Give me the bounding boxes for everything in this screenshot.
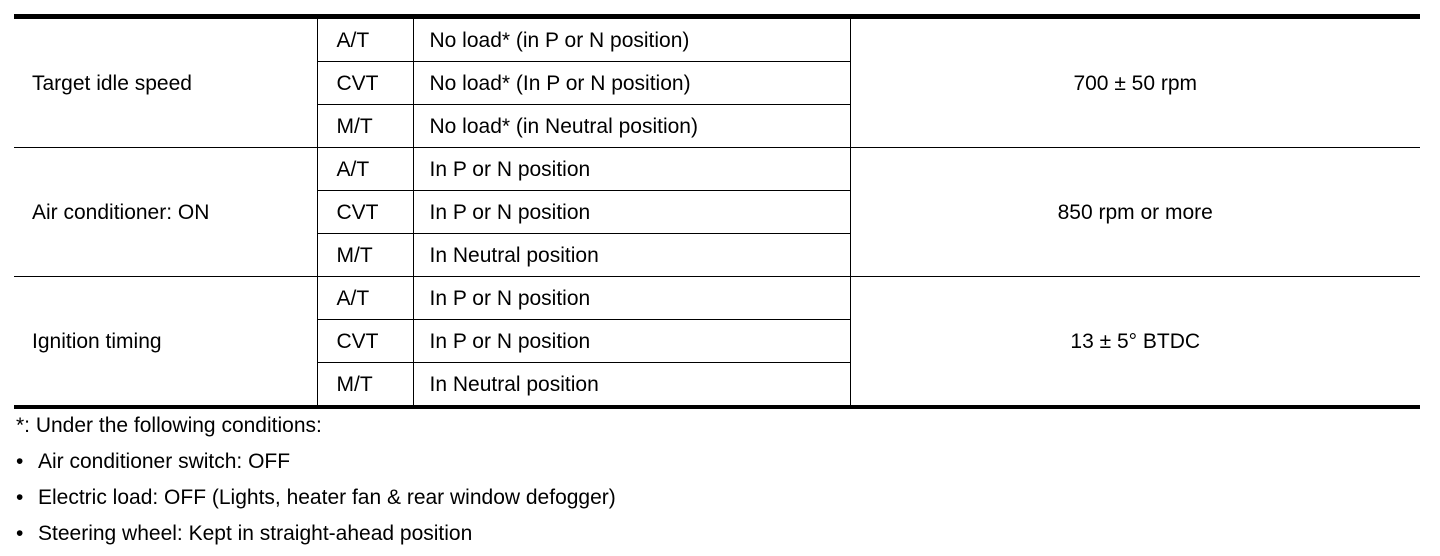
item-air-conditioner-on: Air conditioner: ON bbox=[14, 147, 318, 277]
condition-cell: In P or N position bbox=[413, 276, 851, 320]
footnote-item-text: Air conditioner switch: OFF bbox=[38, 450, 291, 473]
transmission-cell: M/T bbox=[317, 362, 414, 407]
list-item: • Steering wheel: Kept in straight-ahead … bbox=[16, 516, 616, 552]
footnote: *: Under the following conditions: • Air … bbox=[16, 408, 616, 552]
transmission-cell: A/T bbox=[317, 276, 414, 320]
transmission-cell: M/T bbox=[317, 104, 414, 148]
table-row: M/T In Neutral position bbox=[14, 362, 1420, 407]
transmission-cell: A/T bbox=[317, 147, 414, 191]
footnote-item-text: Electric load: OFF (Lights, heater fan &… bbox=[38, 486, 616, 509]
value-ignition-timing: 13 ± 5° BTDC bbox=[1070, 329, 1201, 353]
table-row: M/T No load* (in Neutral position) bbox=[14, 104, 1420, 148]
transmission-cell: CVT bbox=[317, 319, 414, 363]
condition-cell: In P or N position bbox=[413, 190, 851, 234]
table-row: Air conditioner: ON A/T In P or N positi… bbox=[14, 147, 1420, 277]
condition-cell: In P or N position bbox=[413, 147, 851, 191]
transmission-cell: CVT bbox=[317, 190, 414, 234]
idle-speed-ignition-timing-table: Target idle speed A/T No load* (in P or … bbox=[14, 14, 1420, 409]
condition-cell: No load* (In P or N position) bbox=[413, 61, 851, 105]
transmission-cell: A/T bbox=[317, 16, 414, 62]
transmission-cell: CVT bbox=[317, 61, 414, 105]
table-row: CVT In P or N position bbox=[14, 190, 1420, 234]
table-row: Target idle speed A/T No load* (in P or … bbox=[14, 16, 1420, 148]
bullet-icon: • bbox=[16, 450, 24, 473]
bullet-icon: • bbox=[16, 522, 24, 545]
condition-cell: No load* (in Neutral position) bbox=[413, 104, 851, 148]
condition-cell: In P or N position bbox=[413, 319, 851, 363]
footnote-item-text: Steering wheel: Kept in straight-ahead p… bbox=[38, 522, 473, 545]
item-ignition-timing: Ignition timing bbox=[14, 276, 318, 407]
table-row: CVT No load* (In P or N position) bbox=[14, 61, 1420, 105]
value-target-idle-speed: 700 ± 50 rpm bbox=[850, 16, 1420, 148]
list-item: • Air conditioner switch: OFF bbox=[16, 444, 616, 480]
bullet-icon: • bbox=[16, 486, 24, 509]
list-item: • Electric load: OFF (Lights, heater fan … bbox=[16, 480, 616, 516]
transmission-cell: M/T bbox=[317, 233, 414, 277]
table-row: CVT In P or N position bbox=[14, 319, 1420, 363]
condition-cell: No load* (in P or N position) bbox=[413, 16, 851, 62]
item-target-idle-speed: Target idle speed bbox=[14, 16, 318, 148]
table-row: Ignition timing A/T In P or N position 1… bbox=[14, 276, 1420, 407]
table-row: M/T In Neutral position bbox=[14, 233, 1420, 277]
condition-cell: In Neutral position bbox=[413, 362, 851, 407]
value-air-conditioner-on: 850 rpm or more bbox=[850, 147, 1420, 277]
footnote-intro: *: Under the following conditions: bbox=[16, 414, 322, 437]
condition-cell: In Neutral position bbox=[413, 233, 851, 277]
